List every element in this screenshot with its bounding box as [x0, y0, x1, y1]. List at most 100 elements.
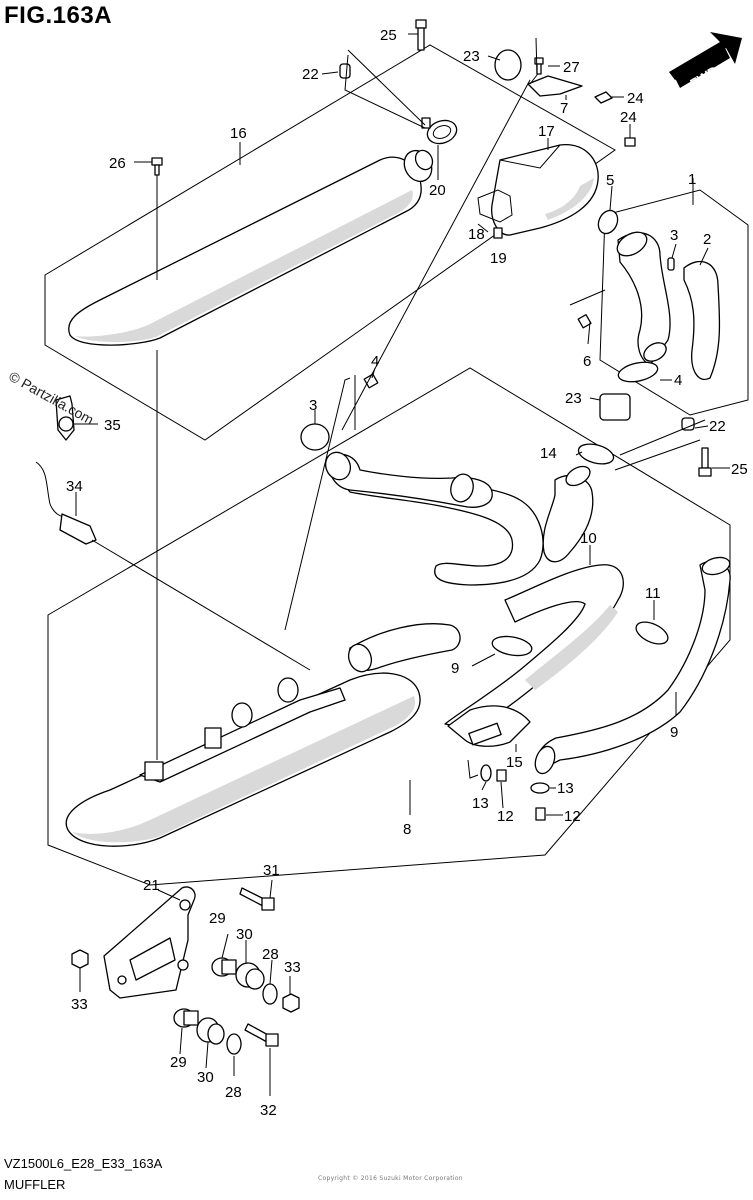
copyright-fine-print: Copyright © 2016 Suzuki Motor Corporatio…	[318, 1175, 463, 1182]
callout-33-left: 33	[71, 996, 88, 1013]
cushion-part-24-b	[624, 137, 636, 147]
heat-cover-part-17	[477, 144, 599, 236]
clamp-part-9-left	[491, 635, 533, 657]
callout-28-lower: 28	[225, 1084, 242, 1101]
bolt-part-12-right	[535, 807, 546, 821]
callout-34: 34	[66, 478, 83, 495]
heat-shield-part-15	[447, 705, 531, 747]
leader-lines	[74, 33, 730, 1096]
bolt-part-19	[493, 227, 503, 239]
callout-2: 2	[703, 231, 711, 248]
cushion-part-24-a	[594, 91, 613, 104]
callout-23-right: 23	[565, 390, 582, 407]
bolt-part-26	[151, 157, 163, 176]
callout-11: 11	[645, 585, 661, 602]
callout-22-right: 22	[709, 418, 726, 435]
gasket-part-5	[597, 209, 619, 235]
clamp-part-14	[577, 443, 615, 465]
callout-35: 35	[104, 417, 121, 434]
callout-6: 6	[583, 353, 591, 370]
rear-muffler-part-16	[68, 149, 434, 346]
callout-29-upper: 29	[209, 910, 226, 927]
callout-7: 7	[560, 100, 568, 117]
bolt-part-31	[239, 887, 275, 911]
callout-3-right: 3	[670, 227, 678, 244]
callout-16: 16	[230, 125, 247, 142]
washer-part-13-right	[530, 782, 550, 794]
gasket-part-23-top	[494, 49, 522, 81]
washer-part-28-upper	[262, 983, 278, 1005]
callout-12-left: 12	[497, 808, 514, 825]
diagram-code: VZ1500L6_E28_E33_163A	[4, 1156, 163, 1171]
callout-32: 32	[260, 1102, 277, 1119]
exhaust-pipe-part-1	[616, 231, 671, 366]
callout-labels: 1 2 3 3 4 4 5 6 7 8 9 9 10 11 12 12 13 1…	[66, 27, 748, 1119]
clamp-part-11	[635, 621, 669, 645]
callout-23-top: 23	[463, 48, 480, 65]
rear-muffler-group-outline	[44, 44, 616, 441]
washer-part-13-left	[480, 764, 492, 782]
callout-4-left: 4	[371, 353, 379, 370]
bolt-part-6	[577, 314, 592, 329]
gasket-part-3-left	[300, 423, 330, 451]
bolt-part-25-top	[415, 19, 427, 51]
clamp-part-4-right	[617, 361, 659, 383]
callout-8: 8	[403, 821, 411, 838]
fwd-direction-badge: FWD	[669, 32, 742, 91]
bolt-part-25-right	[698, 447, 712, 477]
cushion-part-30-upper	[235, 962, 265, 990]
callout-14: 14	[540, 445, 557, 462]
callout-25-right: 25	[731, 461, 748, 478]
section-name: MUFFLER	[4, 1177, 66, 1192]
callout-30-upper: 30	[236, 926, 253, 943]
callout-10: 10	[580, 530, 597, 547]
washer-part-28-lower	[226, 1033, 242, 1055]
nut-part-33-left	[71, 949, 89, 969]
callout-5: 5	[606, 172, 614, 189]
collar-part-29-upper	[211, 957, 237, 977]
callout-15: 15	[506, 754, 523, 771]
front-muffler-part-8	[65, 623, 461, 847]
bolt-part-32	[244, 1023, 279, 1047]
callout-24-low: 24	[620, 109, 637, 126]
callout-26: 26	[109, 155, 126, 172]
callout-24-top: 24	[627, 90, 644, 107]
callout-17: 17	[538, 123, 555, 140]
sensor-part-34	[35, 461, 97, 545]
callout-9-left: 9	[451, 660, 459, 677]
callout-31: 31	[263, 862, 280, 879]
callout-33-right: 33	[284, 959, 301, 976]
callout-3-left: 3	[309, 397, 317, 414]
callout-27: 27	[563, 59, 580, 76]
bracket-part-7	[527, 75, 583, 97]
sensor-part-35	[55, 395, 75, 441]
callout-22-top: 22	[302, 66, 319, 83]
callout-13-left: 13	[472, 795, 489, 812]
front-header-pipe	[324, 451, 493, 508]
callout-4-right: 4	[674, 372, 682, 389]
callout-29-lower: 29	[170, 1054, 187, 1071]
callout-30-lower: 30	[197, 1069, 214, 1086]
figure-title: FIG.163A	[4, 2, 113, 29]
callout-25-top: 25	[380, 27, 397, 44]
callout-20: 20	[429, 182, 446, 199]
callout-9-right: 9	[670, 724, 678, 741]
cover-part-2	[683, 260, 721, 380]
callout-28-upper: 28	[262, 946, 279, 963]
gasket-part-23-right	[599, 393, 631, 421]
front-pipe-group-outline	[599, 189, 749, 416]
callout-21: 21	[143, 877, 160, 894]
clamp-part-20	[421, 117, 458, 145]
callout-1: 1	[688, 171, 696, 188]
bracket-part-21	[103, 886, 196, 999]
seal-part-3-small	[667, 257, 675, 271]
callout-18: 18	[468, 226, 485, 243]
collar-part-29-lower	[173, 1008, 199, 1028]
callout-12-right: 12	[564, 808, 581, 825]
collar-part-22	[339, 63, 351, 79]
nut-part-33-right	[282, 993, 300, 1013]
front-muffler-group-outline	[47, 367, 731, 886]
cushion-part-30-lower	[196, 1017, 225, 1045]
bolt-part-12-left	[496, 769, 507, 782]
